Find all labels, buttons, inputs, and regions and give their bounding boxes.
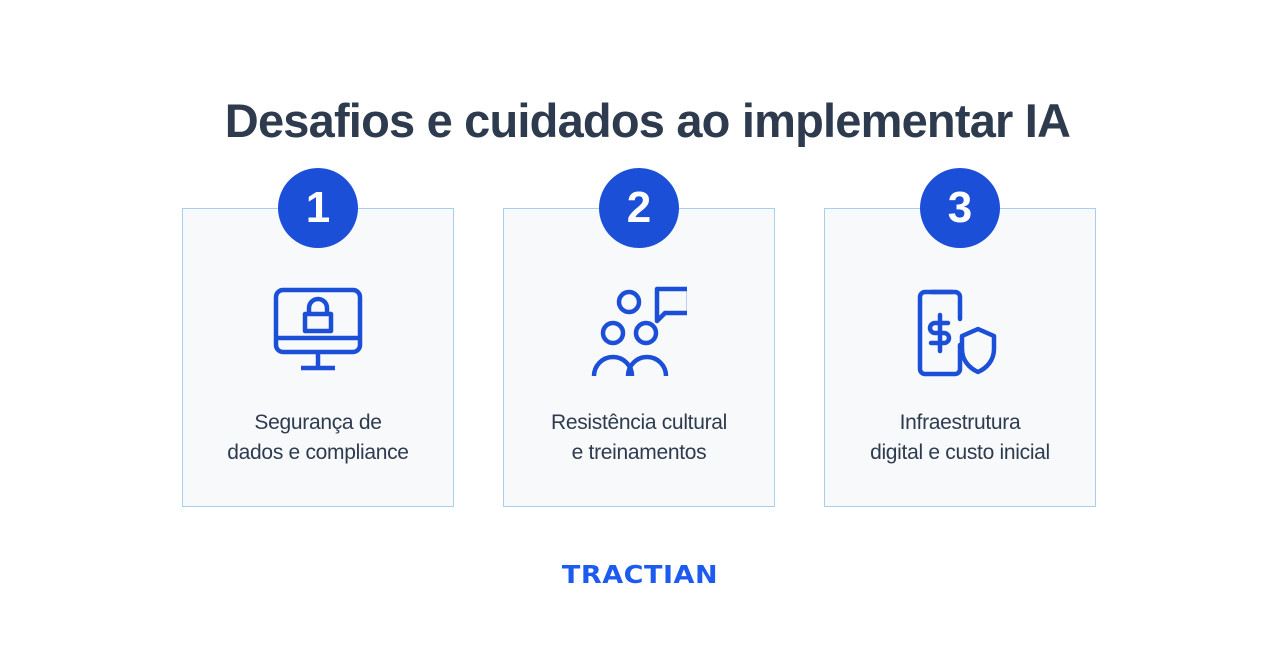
- label-line-1: Resistência cultural: [550, 411, 728, 434]
- challenge-card-2: 2 Resistência cultural e treinamentos: [503, 168, 775, 507]
- tractian-logo: TRACTIAN: [561, 560, 719, 589]
- step-number-badge: 2: [599, 168, 679, 248]
- people-chat-icon: [591, 285, 687, 381]
- label-line-1: Segurança de: [254, 411, 382, 434]
- challenge-card-1: 1 Segurança de dados e compliance: [182, 168, 454, 507]
- challenge-label: Infraestrutura digital e custo inicial: [825, 408, 1095, 468]
- challenge-card-3: 3 Infraestrutura digital e custo inicial: [824, 168, 1096, 507]
- monitor-lock-icon: [270, 285, 366, 381]
- page-title: Desafios e cuidados ao implementar IA: [224, 94, 1071, 148]
- label-line-1: Infraestrutura: [899, 411, 1021, 434]
- step-number-badge: 1: [278, 168, 358, 248]
- phone-dollar-shield-icon: [912, 285, 1008, 381]
- step-number-badge: 3: [920, 168, 1000, 248]
- label-line-2: dados e compliance: [227, 441, 409, 464]
- label-line-2: digital e custo inicial: [870, 441, 1050, 464]
- challenge-label: Segurança de dados e compliance: [183, 408, 453, 468]
- label-line-2: e treinamentos: [571, 441, 707, 464]
- challenge-label: Resistência cultural e treinamentos: [504, 408, 774, 468]
